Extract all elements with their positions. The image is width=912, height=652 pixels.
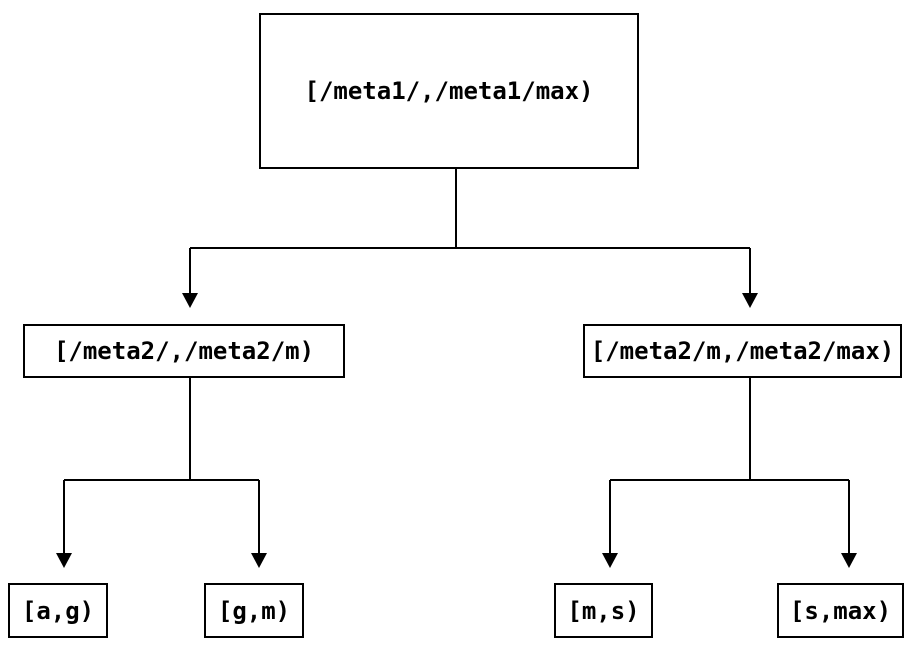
node-root-range: [/meta1/,/meta1/max) [259,13,639,169]
node-leaf-range-ms: [m,s) [554,583,653,638]
arrowhead-mid-left [182,293,198,308]
arrowhead-leaf-ms [602,553,618,568]
node-meta2-right-range: [/meta2/m,/meta2/max) [583,324,902,378]
arrowhead-mid-right [742,293,758,308]
node-leaf-range-ag: [a,g) [8,583,108,638]
arrowhead-leaf-gm [251,553,267,568]
arrowhead-leaf-smax [841,553,857,568]
node-meta2-left-range: [/meta2/,/meta2/m) [23,324,345,378]
node-leaf-range-smax: [s,max) [777,583,904,638]
node-leaf-range-gm: [g,m) [204,583,304,638]
arrowhead-leaf-ag [56,553,72,568]
